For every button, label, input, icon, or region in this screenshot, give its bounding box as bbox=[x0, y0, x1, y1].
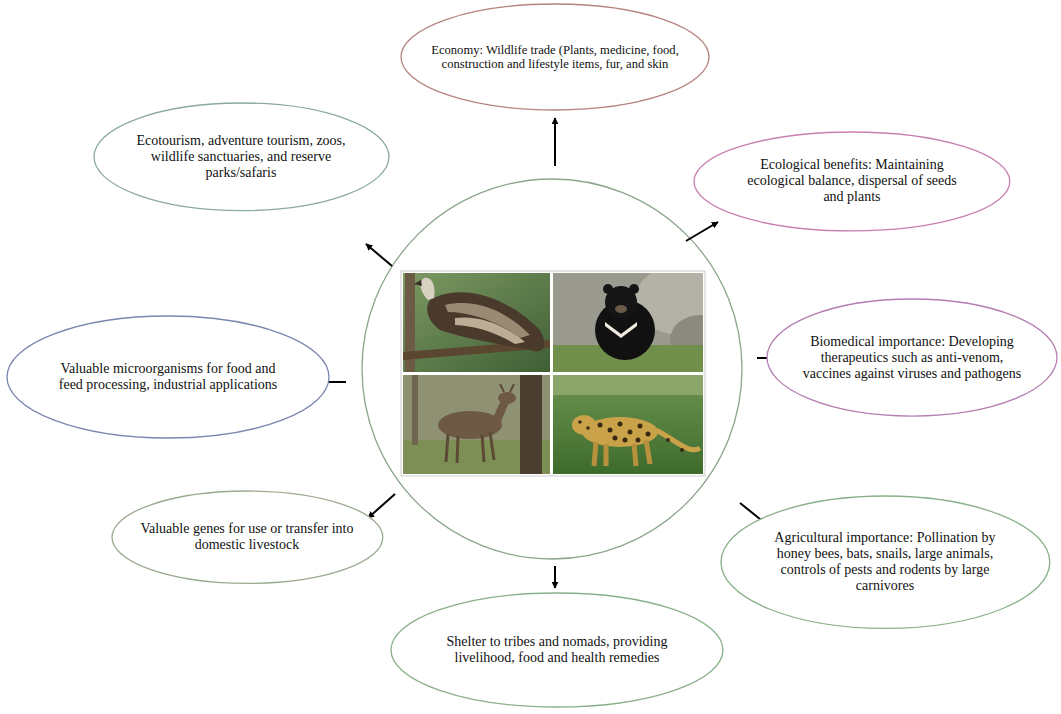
benefit-ellipse: Agricultural importance: Pollination by … bbox=[720, 495, 1051, 629]
vulture-photo-part bbox=[414, 280, 422, 286]
leopard-photo-part-part bbox=[680, 448, 684, 452]
leopard-photo-part-part bbox=[628, 430, 633, 435]
ellipse-shape bbox=[767, 299, 1057, 416]
arrow bbox=[554, 566, 556, 588]
ellipse-shape bbox=[401, 4, 709, 110]
benefit-ellipse: Ecological benefits: Maintaining ecologi… bbox=[693, 131, 1011, 232]
arrow bbox=[554, 118, 556, 166]
bear-photo-part bbox=[605, 322, 637, 338]
bear-photo-part bbox=[615, 305, 627, 313]
leopard-photo-part-part bbox=[636, 438, 641, 443]
bear-photo-part bbox=[603, 284, 613, 294]
vulture-photo bbox=[403, 273, 550, 372]
leopard-photo-part bbox=[578, 420, 684, 452]
benefit-text: Economy: Wildlife trade (Plants, medicin… bbox=[430, 43, 680, 72]
benefit-ellipse: Biomedical importance: Developing therap… bbox=[766, 298, 1058, 417]
bear-photo bbox=[553, 273, 703, 372]
arrow bbox=[366, 244, 392, 266]
benefit-ellipse: Valuable genes for use or transfer into … bbox=[111, 490, 384, 584]
benefit-text: Biomedical importance: Developing therap… bbox=[798, 334, 1026, 382]
deer-photo-part bbox=[520, 375, 542, 474]
text-wrap: Economy: Wildlife trade (Plants, medicin… bbox=[430, 43, 680, 72]
leopard-photo-part-part bbox=[598, 423, 603, 428]
benefit-text: Ecological benefits: Maintaining ecologi… bbox=[736, 157, 968, 205]
leopard-photo-part-part bbox=[586, 426, 590, 430]
leopard-photo-part-part bbox=[623, 438, 628, 443]
benefit-text: Valuable genes for use or transfer into … bbox=[137, 521, 357, 553]
benefit-text: Valuable microorganisms for food and fee… bbox=[48, 361, 288, 393]
arrow bbox=[686, 222, 718, 241]
leopard-photo-part-part bbox=[613, 436, 618, 441]
vulture-photo-part bbox=[455, 317, 525, 344]
vulture-photo-part bbox=[403, 273, 550, 372]
arrow bbox=[368, 494, 395, 518]
ellipse-shape bbox=[694, 132, 1010, 231]
leopard-photo-part-part bbox=[608, 428, 613, 433]
benefit-text: Shelter to tribes and nomads, providing … bbox=[432, 634, 682, 666]
text-wrap: Valuable genes for use or transfer into … bbox=[137, 521, 357, 553]
benefit-ellipse: Valuable microorganisms for food and fee… bbox=[6, 315, 330, 439]
benefit-text: Ecotourism, adventure tourism, zoos, wil… bbox=[128, 133, 353, 181]
leopard-photo-part-part bbox=[638, 424, 643, 429]
benefit-text: Agricultural importance: Pollination by … bbox=[762, 530, 1007, 594]
benefit-ellipse: Economy: Wildlife trade (Plants, medicin… bbox=[400, 3, 710, 111]
deer-photo-part bbox=[446, 432, 494, 463]
leopard-photo-part-part bbox=[646, 432, 651, 437]
text-wrap: Shelter to tribes and nomads, providing … bbox=[432, 634, 682, 666]
leopard-photo-part-part bbox=[618, 422, 623, 427]
leopard-photo-part bbox=[572, 415, 596, 435]
center-circle bbox=[362, 179, 742, 559]
ellipse-shape bbox=[391, 593, 723, 707]
text-wrap: Ecotourism, adventure tourism, zoos, wil… bbox=[128, 133, 353, 181]
vulture-photo-part bbox=[421, 278, 435, 300]
deer-photo-part bbox=[412, 375, 418, 445]
leopard-photo-part-part bbox=[578, 420, 582, 424]
leopard-photo-part bbox=[594, 440, 650, 466]
leopard-photo-part-part bbox=[666, 438, 670, 442]
deer-photo bbox=[403, 375, 550, 474]
deer-photo-part bbox=[403, 375, 550, 474]
ellipse-shape bbox=[721, 496, 1050, 628]
leopard-photo-part bbox=[553, 375, 703, 474]
ellipse-shape bbox=[112, 491, 383, 583]
leopard-photo-part bbox=[656, 430, 700, 450]
deer-photo-part bbox=[498, 392, 516, 404]
ellipse-shape bbox=[94, 103, 389, 211]
ellipse-shape bbox=[7, 316, 329, 438]
photo-grid bbox=[401, 265, 730, 476]
vulture-photo-part bbox=[427, 292, 544, 351]
leopard-photo bbox=[553, 375, 703, 474]
bear-photo-part bbox=[595, 300, 655, 360]
benefit-ellipse: Shelter to tribes and nomads, providing … bbox=[390, 592, 724, 708]
leopard-photo-part bbox=[553, 375, 703, 395]
text-wrap: Agricultural importance: Pollination by … bbox=[762, 530, 1007, 594]
bear-photo-part bbox=[629, 284, 639, 294]
text-wrap: Ecological benefits: Maintaining ecologi… bbox=[736, 157, 968, 205]
text-wrap: Valuable microorganisms for food and fee… bbox=[48, 361, 288, 393]
deer-photo-part bbox=[500, 384, 514, 392]
text-wrap: Biomedical importance: Developing therap… bbox=[798, 334, 1026, 382]
benefit-ellipse: Ecotourism, adventure tourism, zoos, wil… bbox=[93, 102, 390, 212]
